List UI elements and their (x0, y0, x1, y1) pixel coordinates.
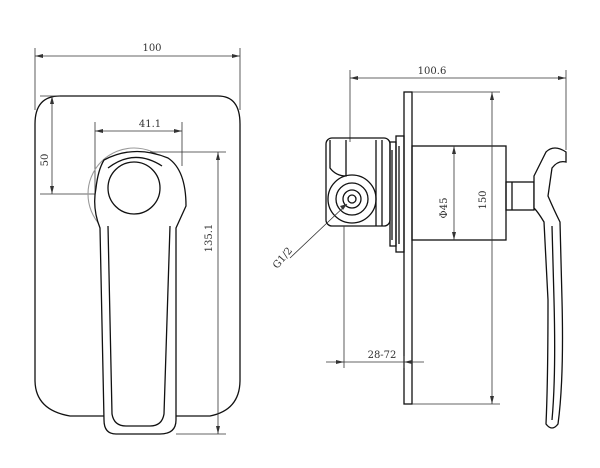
dim-plate-height: 150 (412, 91, 500, 405)
front-view: 100 41.1 50 (34, 43, 241, 435)
dim-label-body-diameter: Φ45 (439, 198, 450, 219)
dim-label-vertical-offset: 50 (40, 154, 51, 167)
side-valve-rib (375, 140, 383, 226)
side-wall-plate (403, 91, 413, 405)
front-cover-plate (34, 95, 241, 417)
dim-body-diameter: Φ45 (439, 146, 456, 240)
front-handle-edge (107, 225, 171, 427)
dim-label-handle-offset: 41.1 (139, 119, 161, 130)
dim-front-width: 100 (34, 43, 241, 110)
side-stem (505, 181, 535, 211)
side-inlet-mid (335, 182, 369, 216)
side-valve-upper (329, 140, 347, 177)
dim-label-plate-height: 150 (478, 190, 489, 209)
dim-label-handle-height: 135.1 (204, 224, 215, 253)
dim-label-adjust-range: 28-72 (368, 350, 397, 361)
front-hub-top (107, 156, 163, 169)
side-view: 100.6 Φ45 (271, 66, 567, 429)
side-inlet-core (347, 194, 357, 204)
dim-handle-height: 135.1 (150, 151, 226, 435)
side-handle-inner-edge (551, 225, 556, 421)
side-inlet-outer (327, 174, 377, 224)
dim-label-front-width: 100 (142, 43, 161, 54)
dim-label-thread: G1/2 (271, 246, 295, 272)
front-handle (94, 150, 187, 435)
front-hub-circle (107, 161, 161, 215)
dim-label-side-depth: 100.6 (418, 66, 447, 77)
dim-side-depth: 100.6 (349, 66, 567, 150)
dim-handle-offset: 41.1 (94, 119, 183, 196)
side-valve-block (325, 137, 391, 227)
side-flange-2 (389, 141, 397, 247)
side-handle-lever (533, 147, 567, 429)
dim-thread: G1/2 (271, 203, 348, 272)
side-flange-1 (395, 135, 405, 253)
dim-adjust-range: 28-72 (326, 226, 424, 368)
side-inlet-inner (342, 189, 362, 209)
